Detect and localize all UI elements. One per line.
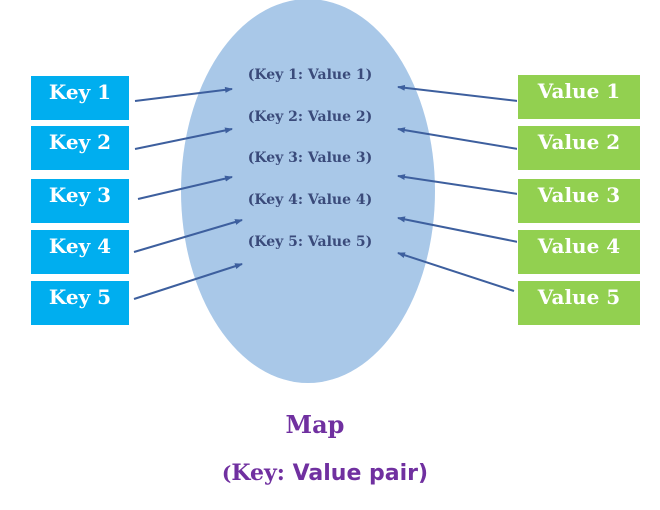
pair-text-1: (Key 1: Value 1) (247, 67, 373, 83)
map-subtitle: (Key: Value pair) (0, 460, 650, 486)
key-label-2: Key 2 (48, 130, 112, 154)
map-ellipse (181, 0, 435, 383)
key-arrow-3 (137, 175, 233, 200)
value-label-3: Value 3 (537, 183, 621, 207)
value-box-2: Value 2 (517, 125, 641, 171)
value-label-1: Value 1 (537, 79, 621, 103)
pair-text-5: (Key 5: Value 5) (247, 234, 373, 250)
pair-text-3: (Key 3: Value 3) (247, 150, 373, 166)
value-arrow-2 (397, 127, 519, 150)
subtitle-key: Key: (231, 460, 285, 486)
pair-text-2: (Key 2: Value 2) (247, 109, 373, 125)
value-label-5: Value 5 (537, 285, 621, 309)
value-arrow-5 (397, 252, 515, 292)
value-label-2: Value 2 (537, 130, 621, 154)
key-arrow-4 (133, 219, 243, 253)
key-box-4: Key 4 (30, 229, 130, 275)
key-arrow-1 (134, 86, 233, 102)
pair-text-4: (Key 4: Value 4) (247, 192, 373, 208)
key-box-5: Key 5 (30, 280, 130, 326)
value-box-4: Value 4 (517, 229, 641, 275)
subtitle-open-paren: ( (221, 461, 232, 485)
value-arrow-3 (397, 174, 519, 195)
key-label-4: Key 4 (48, 234, 112, 258)
key-box-3: Key 3 (30, 178, 130, 224)
value-box-1: Value 1 (517, 74, 641, 120)
value-label-4: Value 4 (537, 234, 621, 258)
key-label-3: Key 3 (48, 183, 112, 207)
value-box-5: Value 5 (517, 280, 641, 326)
value-arrow-1 (397, 84, 519, 102)
key-box-1: Key 1 (30, 75, 130, 121)
value-arrow-4 (397, 216, 519, 243)
map-title: Map (285, 410, 345, 439)
key-label-1: Key 1 (48, 80, 112, 104)
arrows-group (133, 84, 519, 300)
subtitle-rest: Value pair) (284, 461, 429, 486)
key-label-5: Key 5 (48, 285, 112, 309)
value-box-3: Value 3 (517, 178, 641, 224)
key-box-2: Key 2 (30, 125, 130, 171)
key-arrow-5 (133, 263, 243, 300)
key-arrow-2 (134, 127, 233, 150)
